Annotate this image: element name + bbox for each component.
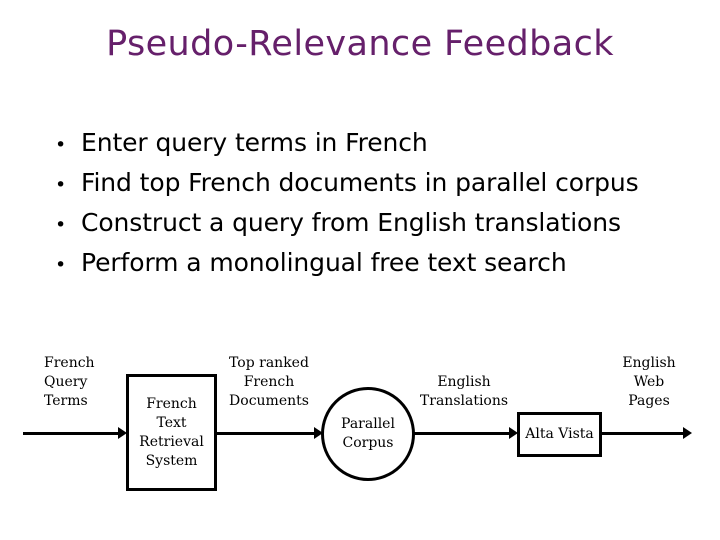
arrow-retrieval-to-corpus (217, 426, 323, 440)
edge-label-line: French (44, 355, 95, 371)
arrow-input-to-retrieval (23, 426, 127, 440)
list-item: • Perform a monolingual free text search (55, 248, 695, 288)
edge-label-line: English (622, 355, 676, 371)
node-label-line: Corpus (342, 435, 394, 451)
node-label-line: Parallel (341, 416, 395, 432)
edge-label-line: Top ranked (229, 355, 309, 371)
pipeline-diagram: French Query Terms French Text Retrieval… (0, 340, 720, 540)
bullet-list: • Enter query terms in French • Find top… (55, 128, 695, 288)
node-parallel-corpus[interactable]: Parallel Corpus (321, 387, 415, 481)
edge-label-line: Pages (628, 393, 670, 409)
edge-label-english-web-pages: English Web Pages (603, 354, 695, 411)
arrow-altavista-to-output (602, 426, 692, 440)
edge-label-line: Query (44, 374, 88, 390)
edge-label-line: English (437, 374, 491, 390)
node-label-line: Retrieval (139, 433, 204, 450)
node-label-line: French (146, 395, 197, 412)
edge-label-top-ranked-french-documents: Top ranked French Documents (219, 354, 319, 411)
node-label-line: Alta Vista (525, 426, 594, 442)
edge-label-line: French (243, 374, 295, 390)
bullet-marker-icon: • (55, 254, 67, 276)
list-item-label: Perform a monolingual free text search (81, 248, 567, 277)
bullet-marker-icon: • (55, 134, 67, 156)
edge-label-line: Terms (44, 393, 88, 409)
list-item: • Enter query terms in French (55, 128, 695, 168)
node-french-text-retrieval-system[interactable]: French Text Retrieval System (126, 374, 217, 491)
list-item-label: Construct a query from English translati… (81, 208, 621, 237)
list-item-label: Enter query terms in French (81, 128, 428, 157)
list-item-label: Find top French documents in parallel co… (81, 168, 639, 197)
list-item: • Construct a query from English transla… (55, 208, 695, 248)
page-title: Pseudo-Relevance Feedback (106, 24, 614, 64)
node-label-line: Text (156, 414, 187, 431)
edge-label-line: Documents (229, 393, 309, 409)
edge-label-english-translations: English Translations (413, 373, 515, 411)
edge-label-french-query-terms: French Query Terms (44, 354, 144, 411)
bullet-marker-icon: • (55, 214, 67, 236)
bullet-marker-icon: • (55, 174, 67, 196)
node-alta-vista[interactable]: Alta Vista (517, 412, 602, 457)
node-label-line: System (145, 452, 198, 469)
list-item: • Find top French documents in parallel … (55, 168, 695, 208)
edge-label-line: Web (633, 374, 665, 390)
edge-label-line: Translations (419, 393, 509, 409)
arrow-corpus-to-altavista (414, 426, 518, 440)
